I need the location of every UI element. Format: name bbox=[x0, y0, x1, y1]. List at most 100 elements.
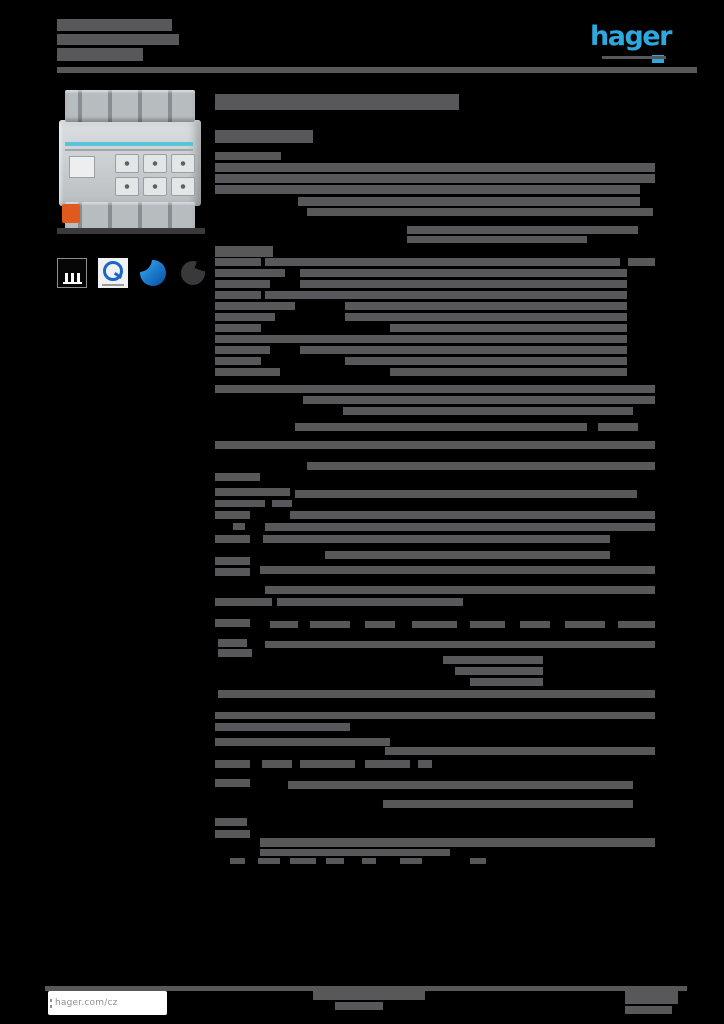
redacted-text-line bbox=[215, 152, 281, 160]
redacted-text-line bbox=[45, 986, 687, 991]
redacted-text-line bbox=[300, 280, 627, 288]
redacted-text-line bbox=[390, 368, 627, 376]
product-top-terminals bbox=[65, 90, 195, 122]
redacted-text-line bbox=[215, 385, 655, 393]
product-button bbox=[115, 154, 139, 173]
redacted-text-line bbox=[215, 258, 261, 266]
redacted-text-line bbox=[265, 641, 655, 648]
redacted-text-line bbox=[218, 649, 252, 657]
redacted-text-line bbox=[307, 208, 653, 216]
redacted-text-line bbox=[470, 678, 543, 686]
product-button bbox=[171, 177, 195, 196]
product-button bbox=[115, 177, 139, 196]
redacted-text-line bbox=[215, 269, 285, 277]
redacted-text-line bbox=[618, 621, 655, 628]
redacted-text-line bbox=[628, 258, 655, 266]
redacted-text-line bbox=[218, 690, 272, 698]
redacted-text-line bbox=[325, 551, 610, 559]
redacted-text-line bbox=[57, 34, 179, 45]
redacted-text-line bbox=[215, 368, 280, 376]
redacted-text-line bbox=[215, 185, 640, 194]
redacted-text-line bbox=[215, 246, 273, 257]
product-cyan-stripe bbox=[65, 142, 193, 146]
redacted-text-line bbox=[215, 818, 247, 826]
black-square-cert-icon bbox=[57, 258, 87, 288]
redacted-text-line bbox=[215, 723, 350, 731]
redacted-text-line bbox=[215, 511, 250, 519]
redacted-text-line bbox=[295, 423, 587, 431]
redacted-text-line bbox=[288, 781, 633, 789]
redacted-text-line bbox=[215, 535, 250, 543]
redacted-text-line bbox=[598, 423, 638, 431]
redacted-text-line bbox=[265, 523, 655, 531]
redacted-text-line bbox=[400, 858, 422, 864]
redacted-text-line bbox=[215, 779, 250, 787]
product-button bbox=[171, 154, 195, 173]
redacted-text-line bbox=[326, 858, 344, 864]
redacted-text-line bbox=[215, 324, 261, 332]
product-label-line bbox=[65, 149, 193, 151]
redacted-text-line bbox=[260, 849, 450, 856]
redacted-text-line bbox=[215, 488, 290, 496]
redacted-text-line bbox=[343, 407, 633, 415]
product-label-window bbox=[69, 156, 95, 178]
redacted-text-line bbox=[520, 621, 550, 628]
redacted-text-line bbox=[383, 800, 633, 808]
redacted-text-line bbox=[277, 598, 463, 606]
product-button bbox=[143, 177, 167, 196]
redacted-text-line bbox=[215, 163, 655, 172]
redacted-text-line bbox=[418, 760, 432, 768]
redacted-text-line bbox=[215, 302, 295, 310]
redacted-text-line bbox=[215, 619, 250, 627]
redacted-text-line bbox=[365, 621, 395, 628]
redacted-text-line bbox=[260, 838, 655, 847]
redacted-text-line bbox=[390, 324, 627, 332]
redacted-text-line bbox=[215, 830, 250, 838]
redacted-text-line bbox=[215, 313, 275, 321]
redacted-text-line bbox=[265, 291, 627, 299]
redacted-text-line bbox=[258, 858, 280, 864]
redacted-text-line bbox=[602, 56, 666, 59]
redacted-text-line bbox=[233, 523, 245, 530]
redacted-text-line bbox=[215, 357, 261, 365]
redacted-text-line bbox=[215, 94, 459, 110]
redacted-text-line bbox=[218, 639, 247, 647]
hager-logo: hager bbox=[590, 21, 672, 52]
redacted-text-line bbox=[260, 566, 655, 574]
redacted-text-line bbox=[265, 335, 627, 343]
redacted-text-line bbox=[57, 48, 143, 61]
website-box: hager.com/cz bbox=[48, 991, 167, 1015]
redacted-text-line bbox=[215, 760, 250, 768]
redacted-text-line bbox=[365, 760, 410, 768]
redacted-text-line bbox=[310, 621, 350, 628]
redacted-text-line bbox=[335, 1002, 383, 1010]
dark-circle-cert-icon bbox=[178, 258, 208, 288]
redacted-text-line bbox=[407, 236, 587, 243]
redacted-text-line bbox=[215, 738, 390, 746]
redacted-text-line bbox=[290, 858, 316, 864]
redacted-text-line bbox=[215, 346, 270, 354]
blue-q-quality-icon bbox=[98, 258, 128, 288]
redacted-text-line bbox=[215, 280, 270, 288]
redacted-text-line bbox=[455, 667, 543, 675]
redacted-text-line bbox=[362, 858, 376, 864]
cert-glyph bbox=[65, 273, 80, 282]
redacted-text-line bbox=[270, 621, 298, 628]
redacted-text-line bbox=[412, 621, 457, 628]
redacted-text-line bbox=[215, 291, 261, 299]
hager-colon-mark bbox=[50, 999, 52, 1008]
product-bus-connector bbox=[62, 204, 80, 223]
redacted-text-line bbox=[407, 226, 638, 234]
redacted-text-line bbox=[215, 598, 272, 606]
redacted-text-line bbox=[215, 441, 262, 449]
redacted-text-line bbox=[272, 500, 292, 507]
redacted-text-line bbox=[625, 991, 678, 1004]
certification-icons-row bbox=[57, 258, 217, 290]
redacted-text-line bbox=[443, 656, 543, 664]
redacted-text-line bbox=[262, 760, 292, 768]
redacted-text-line bbox=[215, 130, 313, 143]
website-link[interactable]: hager.com/cz bbox=[55, 998, 118, 1008]
redacted-text-line bbox=[215, 335, 285, 343]
redacted-text-line bbox=[298, 197, 640, 206]
